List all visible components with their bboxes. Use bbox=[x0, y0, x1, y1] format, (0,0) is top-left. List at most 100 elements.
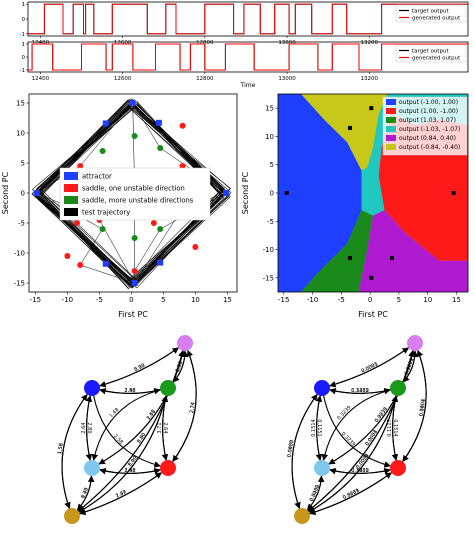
attractor-point bbox=[347, 125, 352, 130]
pca-ylabel: Second PC bbox=[1, 171, 10, 214]
transition-edge-label: 1.48 bbox=[124, 388, 135, 394]
trace-panel-2-series bbox=[28, 43, 468, 71]
test-trajectory-loop bbox=[34, 100, 231, 287]
saddle-marker bbox=[77, 262, 84, 268]
trace-series-generated-output bbox=[28, 43, 468, 71]
transition-edge-label: 1.58 bbox=[57, 443, 65, 455]
region-ylabel: Second PC bbox=[241, 171, 250, 214]
attractor-point bbox=[390, 256, 394, 261]
y-tick-label: -5 bbox=[18, 220, 25, 228]
transition-edge bbox=[93, 395, 161, 468]
saddle-marker bbox=[64, 253, 71, 259]
attractor-point bbox=[451, 191, 456, 195]
saddle-marker bbox=[157, 226, 164, 232]
transition-edge bbox=[308, 472, 392, 516]
saddle-marker bbox=[77, 163, 84, 169]
y-tick-label: 0 bbox=[22, 55, 26, 61]
legend-box bbox=[395, 44, 467, 63]
legend-swatch bbox=[386, 99, 396, 105]
transition-edge-label: 2.58 bbox=[146, 409, 157, 422]
transition-edge bbox=[328, 350, 416, 465]
x-tick-label: -15 bbox=[278, 296, 289, 304]
legend-swatch bbox=[386, 144, 396, 150]
transition-edge bbox=[323, 395, 391, 468]
transition-edge-label: 0.3239 bbox=[404, 357, 416, 375]
transition-edge-label: 0.1004 bbox=[419, 399, 427, 417]
saddle-marker bbox=[179, 122, 186, 129]
transition-edge-label: 8.00 bbox=[136, 432, 147, 445]
state-node bbox=[84, 380, 100, 396]
x-tick-label: 13000 bbox=[278, 40, 296, 46]
y-tick-label: -10 bbox=[14, 250, 25, 258]
saddle-marker bbox=[131, 268, 138, 274]
attractor-marker bbox=[157, 259, 164, 266]
state-node bbox=[160, 460, 176, 476]
transition-edge-label: 2.74 bbox=[189, 402, 196, 414]
saddle-marker bbox=[192, 244, 199, 250]
legend-label: output (-0.84, -0.40) bbox=[399, 144, 460, 151]
region-xlabel: First PC bbox=[358, 310, 388, 319]
transition-edge-label: 1.58 bbox=[57, 443, 65, 455]
legend-label: generated output bbox=[412, 16, 461, 22]
attractor-marker bbox=[102, 120, 109, 127]
transition-edge-label: 0.0401 bbox=[404, 357, 416, 375]
attractor-marker bbox=[129, 100, 136, 106]
x-tick-label: 10 bbox=[191, 296, 200, 304]
transition-edge bbox=[402, 349, 427, 462]
legend-box bbox=[59, 167, 211, 221]
saddle-marker bbox=[150, 220, 157, 226]
attractor-point bbox=[347, 256, 352, 261]
legend-label: test trajectory bbox=[82, 209, 130, 217]
transition-edge-label: 0.1117 bbox=[387, 419, 393, 437]
state-node bbox=[407, 335, 423, 351]
y-tick-label: -5 bbox=[267, 218, 274, 226]
x-tick-label: 12600 bbox=[114, 76, 132, 82]
x-tick-label: -10 bbox=[62, 296, 73, 304]
x-tick-label: 5 bbox=[161, 296, 165, 304]
transition-edge bbox=[98, 350, 186, 465]
y-tick-label: -1 bbox=[20, 68, 25, 74]
transition-edge-label: 0.3239 bbox=[351, 468, 369, 474]
x-tick-label: -10 bbox=[307, 296, 318, 304]
saddle-marker bbox=[99, 226, 106, 232]
y-tick-label: 0 bbox=[270, 190, 274, 198]
saddle-marker bbox=[74, 220, 80, 226]
y-tick-label: -10 bbox=[263, 246, 274, 254]
legend-label: output (-1.00, 1.00) bbox=[399, 99, 458, 106]
y-tick-label: 0 bbox=[21, 190, 25, 198]
x-tick-label: 10 bbox=[423, 296, 432, 304]
transition-edge bbox=[329, 387, 391, 395]
legend-box bbox=[395, 4, 467, 23]
x-tick-label: 12600 bbox=[114, 40, 132, 46]
transition-edge-label: 8.00 bbox=[127, 455, 138, 468]
transition-edge-label: 2.64 bbox=[162, 422, 168, 433]
x-tick-label: 12400 bbox=[32, 76, 50, 82]
transition-edge-label: 0.0033 bbox=[287, 440, 296, 458]
transition-edge-label: 5.90 bbox=[133, 363, 146, 373]
transition-edge bbox=[91, 389, 161, 461]
transition-edge bbox=[329, 467, 391, 475]
state-node bbox=[390, 460, 406, 476]
transition-edge bbox=[315, 395, 323, 461]
transition-edge-label: 0.1514 bbox=[392, 419, 398, 437]
transition-edge bbox=[172, 349, 197, 462]
transition-edge-label: 3.71 bbox=[157, 422, 163, 433]
legend-swatch bbox=[64, 196, 78, 204]
graph-nodes bbox=[64, 335, 193, 524]
legend-swatch bbox=[64, 184, 78, 192]
trace-panel-1-series bbox=[28, 3, 468, 35]
state-node bbox=[314, 380, 330, 396]
trace-series-generated-output bbox=[28, 3, 468, 35]
x-tick-label: 13200 bbox=[361, 76, 379, 82]
legend-label: attractor bbox=[82, 173, 112, 181]
transition-edge bbox=[291, 393, 318, 509]
y-tick-label: 0 bbox=[22, 17, 26, 23]
legend-label: output (0.84, 0.40) bbox=[399, 135, 456, 142]
